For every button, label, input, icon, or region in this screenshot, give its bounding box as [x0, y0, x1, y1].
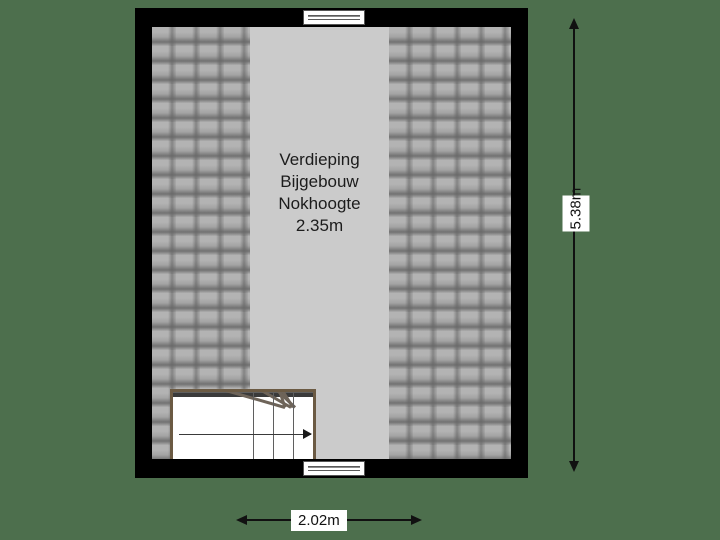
window-pane [308, 15, 360, 17]
staircase[interactable] [170, 389, 316, 459]
stair-nosing-line [173, 392, 313, 393]
floor-area [250, 27, 389, 459]
dimension-label-vertical: 5.38m [562, 188, 590, 232]
window-pane [308, 466, 360, 468]
window-pane [308, 469, 360, 471]
interior-area: Verdieping Bijgebouw Nokhoogte 2.35m [152, 27, 511, 459]
roof-slope-left-texture [152, 27, 250, 459]
stair-straight-treads [253, 392, 313, 459]
building-walls: Verdieping Bijgebouw Nokhoogte 2.35m [135, 8, 528, 478]
dimension-label-horizontal: 2.02m [291, 510, 347, 531]
roof-slope-right-texture [389, 27, 511, 459]
window-pane [308, 18, 360, 20]
window-top[interactable] [303, 10, 365, 25]
window-bottom[interactable] [303, 461, 365, 476]
stair-direction-arrow [179, 429, 312, 439]
dimension-line-vertical [569, 18, 579, 472]
